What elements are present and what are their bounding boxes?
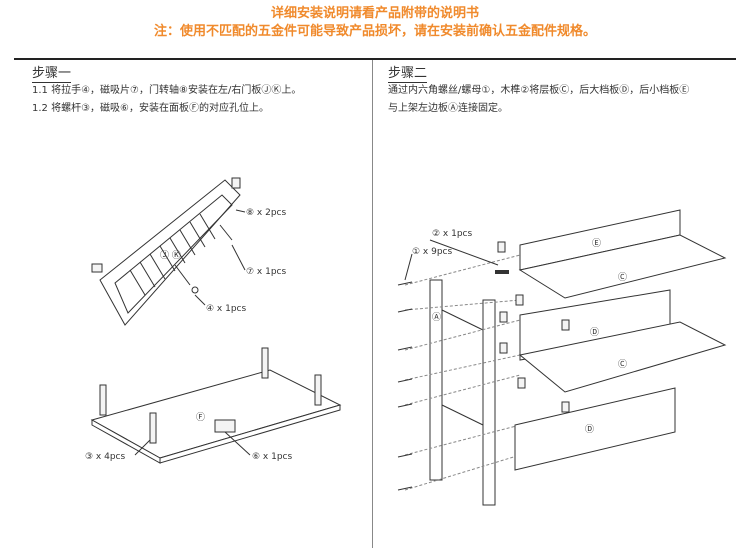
step2-text-2: 与上架左边板Ⓐ连接固定。 — [388, 103, 508, 114]
back-panel-d-bottom — [514, 387, 676, 471]
shelf-c-bottom — [518, 321, 727, 393]
hinge-pin-icon — [231, 177, 241, 189]
step2-instructions: 通过内六角螺丝/螺母①，木榫②将层板Ⓒ，后大档板Ⓓ，后小档板Ⓔ 与上架左边板Ⓐ连… — [388, 82, 689, 118]
step1-text-1: 1.1 将拉手④，磁吸片⑦，门转轴⑧安装在左/右门板ⒿⓀ上。 — [32, 85, 302, 96]
side-panel-a-rear — [482, 299, 496, 506]
step1-text-2: 1.2 将螺杆③，磁吸⑥，安装在面板Ⓕ的对应孔位上。 — [32, 103, 270, 114]
step2-text-1: 通过内六角螺丝/螺母①，木榫②将层板Ⓒ，后大档板Ⓓ，后小档板Ⓔ — [388, 85, 690, 96]
face-panel-drawing: Ⓕ ③ x 4pcs ⑥ x 1pcs — [85, 347, 342, 464]
label-panel-c2: Ⓒ — [618, 359, 627, 370]
step1-title: 步骤一 — [32, 62, 72, 83]
header-note: 详细安装说明请看产品附带的说明书 — [270, 6, 479, 21]
label-panel-f: Ⓕ — [196, 412, 205, 423]
shelf-assembly-drawing: Ⓐ Ⓔ Ⓒ Ⓓ Ⓒ Ⓓ ② x 1pcs — [397, 209, 727, 506]
label-jk: Ⓙ Ⓚ — [160, 250, 181, 261]
screws-icon — [397, 281, 413, 491]
header-divider — [14, 58, 736, 60]
magnet-catch-icon — [214, 419, 236, 433]
label-part1: ① x 9pcs — [412, 247, 453, 257]
label-part6: ⑥ x 1pcs — [252, 452, 293, 462]
label-panel-e: Ⓔ — [592, 238, 601, 249]
step1-instructions: 1.1 将拉手④，磁吸片⑦，门转轴⑧安装在左/右门板ⒿⓀ上。 1.2 将螺杆③，… — [32, 82, 301, 118]
label-panel-c1: Ⓒ — [618, 272, 627, 283]
side-panel-a — [429, 279, 443, 481]
door-panel-drawing: Ⓙ Ⓚ ⑧ x 2pcs ⑦ x 1pcs ④ x 1pcs — [91, 177, 287, 326]
label-panel-a: Ⓐ — [432, 312, 441, 323]
step2-title: 步骤二 — [388, 62, 428, 83]
dowel-icon — [495, 270, 509, 274]
label-panel-d1: Ⓓ — [590, 327, 599, 338]
column-divider — [372, 60, 373, 548]
label-part8: ⑧ x 2pcs — [246, 208, 287, 218]
header-warning: 注：使用不匹配的五金件可能导致产品损坏，请在安装前确认五金配件规格。 — [153, 24, 596, 39]
shelf-c-top — [518, 234, 727, 299]
hinge-pin-icon — [91, 263, 103, 273]
label-panel-d2: Ⓓ — [585, 424, 594, 435]
label-part2: ② x 1pcs — [432, 229, 473, 239]
label-part3: ③ x 4pcs — [85, 452, 126, 462]
label-part7: ⑦ x 1pcs — [246, 267, 287, 277]
label-part4: ④ x 1pcs — [206, 304, 247, 314]
